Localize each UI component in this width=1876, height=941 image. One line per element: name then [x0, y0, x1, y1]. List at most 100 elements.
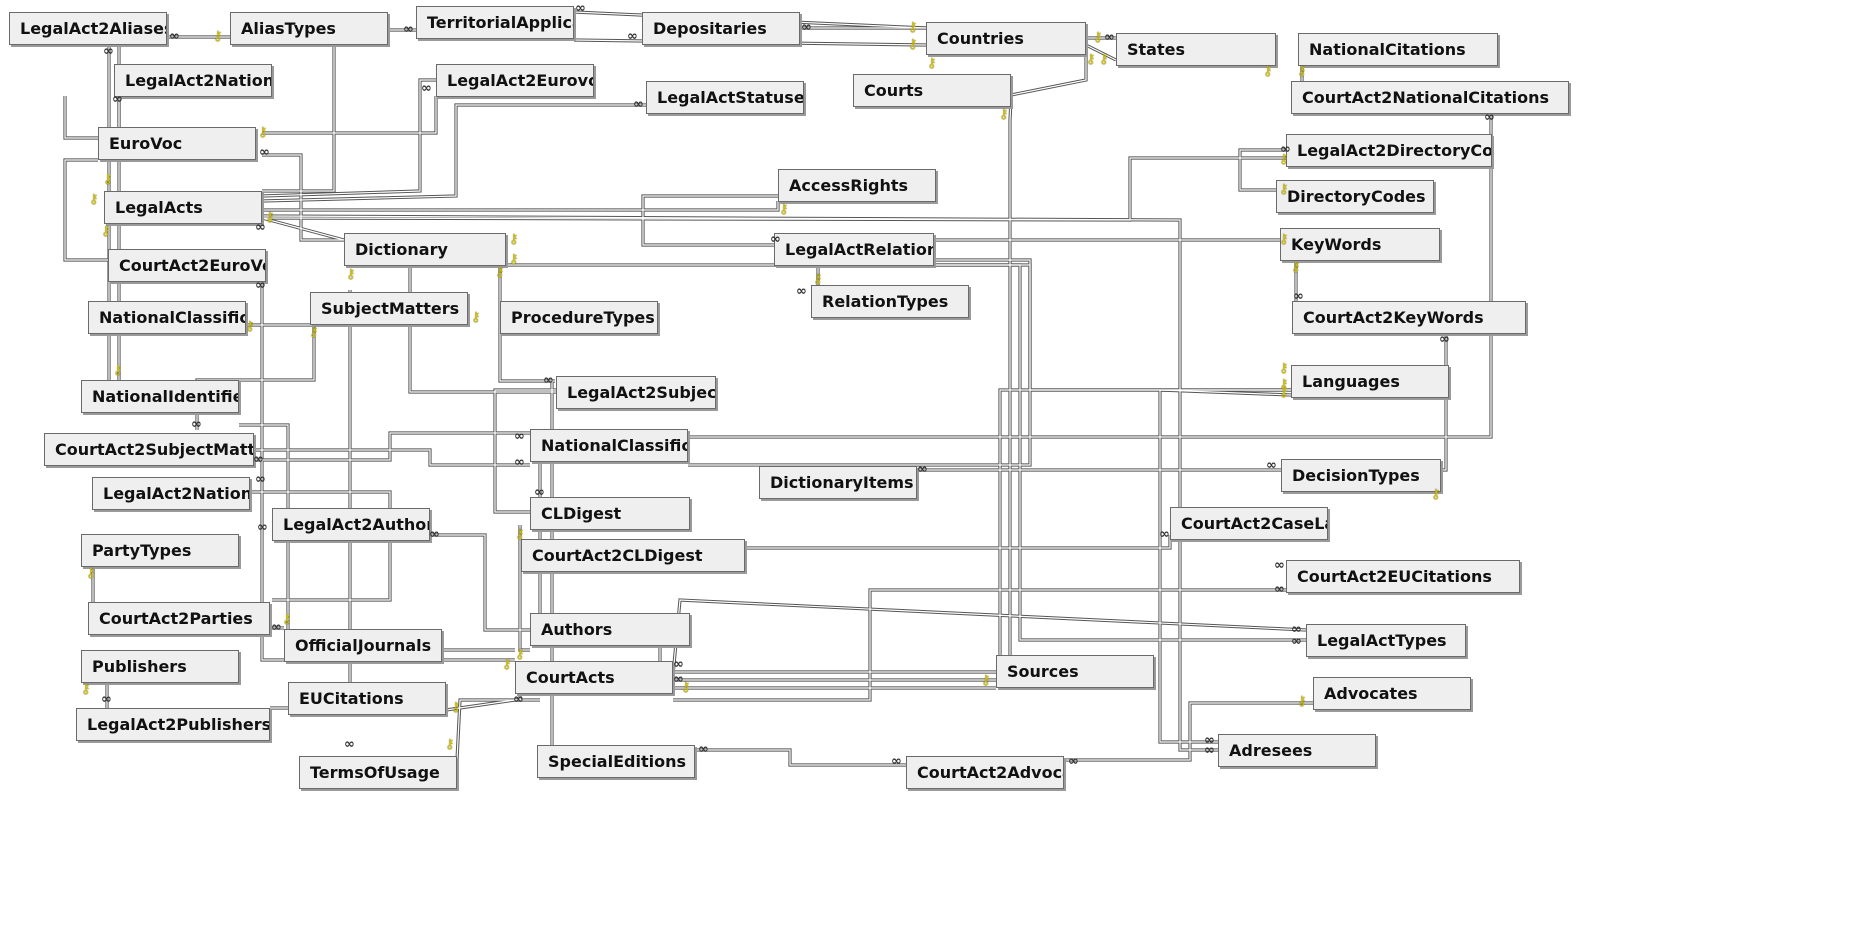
table-eurovoc[interactable]: EuroVoc — [98, 127, 256, 160]
table-legalact2publishers[interactable]: LegalAct2Publishers — [76, 708, 270, 741]
table-legalacts[interactable]: LegalActs — [104, 191, 262, 224]
table-legalact2subjectm[interactable]: LegalAct2SubjectM — [556, 376, 716, 409]
relationship-line-core — [262, 154, 344, 241]
relationship-line-core — [239, 424, 289, 629]
table-decisiontypes[interactable]: DecisionTypes — [1281, 459, 1441, 492]
key-icon: ⚷ — [509, 252, 519, 267]
table-languages[interactable]: Languages — [1291, 365, 1449, 398]
many-endpoint-icon: ∞ — [103, 44, 114, 59]
table-directorycodes[interactable]: DirectoryCodes — [1276, 180, 1434, 213]
table-legalact2aliases[interactable]: LegalAct2Aliases — [9, 12, 167, 45]
key-icon: ⚷ — [101, 224, 111, 239]
key-icon: ⚷ — [245, 319, 255, 334]
many-endpoint-icon: ∞ — [1274, 558, 1285, 573]
table-legalactrelations[interactable]: LegalActRelations — [774, 233, 934, 266]
relationship-line — [262, 153, 344, 242]
table-dictionary[interactable]: Dictionary — [344, 233, 506, 266]
table-nationalidentifiers[interactable]: NationalIdentifiers — [81, 380, 239, 413]
table-legalact2directorycode[interactable]: LegalAct2DirectoryCode — [1286, 134, 1492, 167]
table-adresees[interactable]: Adresees — [1218, 734, 1376, 767]
table-courtact2advocat[interactable]: CourtAct2Advocat — [906, 756, 1064, 789]
relationship-line-core — [262, 29, 416, 192]
table-eucitations[interactable]: EUCitations — [288, 682, 446, 715]
table-legalact2eurovoc[interactable]: LegalAct2Eurovoc — [436, 64, 594, 97]
key-icon: ⚷ — [908, 37, 918, 52]
table-aliastypes[interactable]: AliasTypes — [230, 12, 388, 45]
table-courtact2subjectmatter[interactable]: CourtAct2SubjectMatter — [44, 433, 254, 466]
table-termsofusage[interactable]: TermsOfUsage — [299, 756, 457, 789]
key-icon: ⚷ — [681, 680, 691, 695]
many-endpoint-icon: ∞ — [403, 22, 414, 37]
table-courts[interactable]: Courts — [853, 74, 1011, 107]
table-territorialapplicat[interactable]: TerritorialApplicat — [416, 6, 574, 39]
relationship-line — [261, 78, 436, 198]
table-courtact2cldigest[interactable]: CourtAct2CLDigest — [521, 539, 745, 572]
table-partytypes[interactable]: PartyTypes — [81, 534, 239, 567]
key-icon: ⚷ — [1291, 260, 1301, 275]
table-sources[interactable]: Sources — [996, 655, 1154, 688]
relationship-line-core — [261, 104, 646, 202]
table-advocates[interactable]: Advocates — [1313, 677, 1471, 710]
table-courtact2keywords[interactable]: CourtAct2KeyWords — [1292, 301, 1526, 334]
key-icon: ⚷ — [113, 363, 123, 378]
relationship-line-core — [1239, 149, 1286, 191]
key-icon: ⚷ — [1431, 487, 1441, 502]
table-courtacts[interactable]: CourtActs — [515, 661, 673, 694]
table-proceduretypes[interactable]: ProcedureTypes — [500, 301, 658, 334]
table-countries[interactable]: Countries — [926, 22, 1086, 55]
key-icon: ⚷ — [265, 210, 275, 225]
many-endpoint-icon: ∞ — [259, 145, 270, 160]
table-legalactstatuses[interactable]: LegalActStatuses — [646, 81, 804, 114]
key-icon: ⚷ — [1279, 182, 1289, 197]
table-depositaries[interactable]: Depositaries — [642, 12, 800, 45]
many-endpoint-icon: ∞ — [698, 742, 709, 757]
many-endpoint-icon: ∞ — [1104, 30, 1115, 45]
many-endpoint-icon: ∞ — [1068, 754, 1079, 769]
many-endpoint-icon: ∞ — [575, 1, 586, 16]
table-legalact2authors[interactable]: LegalAct2Authors — [272, 508, 430, 541]
table-accessrights[interactable]: AccessRights — [778, 169, 936, 202]
many-endpoint-icon: ∞ — [344, 737, 355, 752]
table-publishers[interactable]: Publishers — [81, 650, 239, 683]
table-nationalclassificat[interactable]: NationalClassificat — [88, 301, 246, 334]
relationship-line — [1441, 333, 1448, 472]
table-authors[interactable]: Authors — [530, 613, 690, 646]
table-officialjournals[interactable]: OfficialJournals — [284, 629, 442, 662]
relationship-line — [63, 96, 98, 140]
key-icon: ⚷ — [927, 56, 937, 71]
relationship-line-core — [673, 389, 1291, 681]
relationship-line-core — [1159, 389, 1292, 743]
key-icon: ⚷ — [981, 673, 991, 688]
table-courtact2nationalcitations[interactable]: CourtAct2NationalCitations — [1291, 81, 1569, 114]
relationship-line — [673, 588, 1286, 702]
relationship-line — [695, 748, 906, 767]
relationship-line-core — [690, 113, 1492, 438]
table-courtact2eucitations[interactable]: CourtAct2EUCitations — [1286, 560, 1520, 593]
key-icon: ⚷ — [1279, 152, 1289, 167]
table-relationtypes[interactable]: RelationTypes — [811, 285, 969, 318]
table-specialeditions[interactable]: SpecialEditions — [537, 745, 695, 778]
table-cldigest[interactable]: CLDigest — [530, 497, 690, 530]
many-endpoint-icon: ∞ — [255, 278, 266, 293]
many-endpoint-icon: ∞ — [101, 692, 112, 707]
table-states[interactable]: States — [1116, 33, 1276, 66]
table-nationalcitations[interactable]: NationalCitations — [1298, 33, 1498, 66]
table-courtact2eurovoc[interactable]: CourtAct2EuroVoc — [108, 249, 266, 282]
table-dictionaryitems[interactable]: DictionaryItems — [759, 466, 917, 499]
key-icon: ⚷ — [81, 682, 91, 697]
table-keywords[interactable]: KeyWords — [1280, 228, 1440, 261]
table-legalacttypes[interactable]: LegalActTypes — [1306, 624, 1466, 657]
relationship-line-core — [673, 99, 1012, 673]
many-endpoint-icon: ∞ — [633, 97, 644, 112]
table-nationalclassificati[interactable]: NationalClassificati — [530, 429, 688, 462]
many-endpoint-icon: ∞ — [429, 527, 440, 542]
table-legalact2national-mid[interactable]: LegalAct2National — [92, 477, 250, 510]
table-courtact2caselav[interactable]: CourtAct2CaseLav — [1170, 507, 1328, 540]
table-legalact2national-top[interactable]: LegalAct2National — [114, 64, 272, 97]
many-endpoint-icon: ∞ — [1274, 582, 1285, 597]
relationship-line-core — [1010, 45, 1087, 96]
table-courtact2parties[interactable]: CourtAct2Parties — [88, 602, 270, 635]
table-subjectmatters[interactable]: SubjectMatters — [310, 292, 468, 325]
